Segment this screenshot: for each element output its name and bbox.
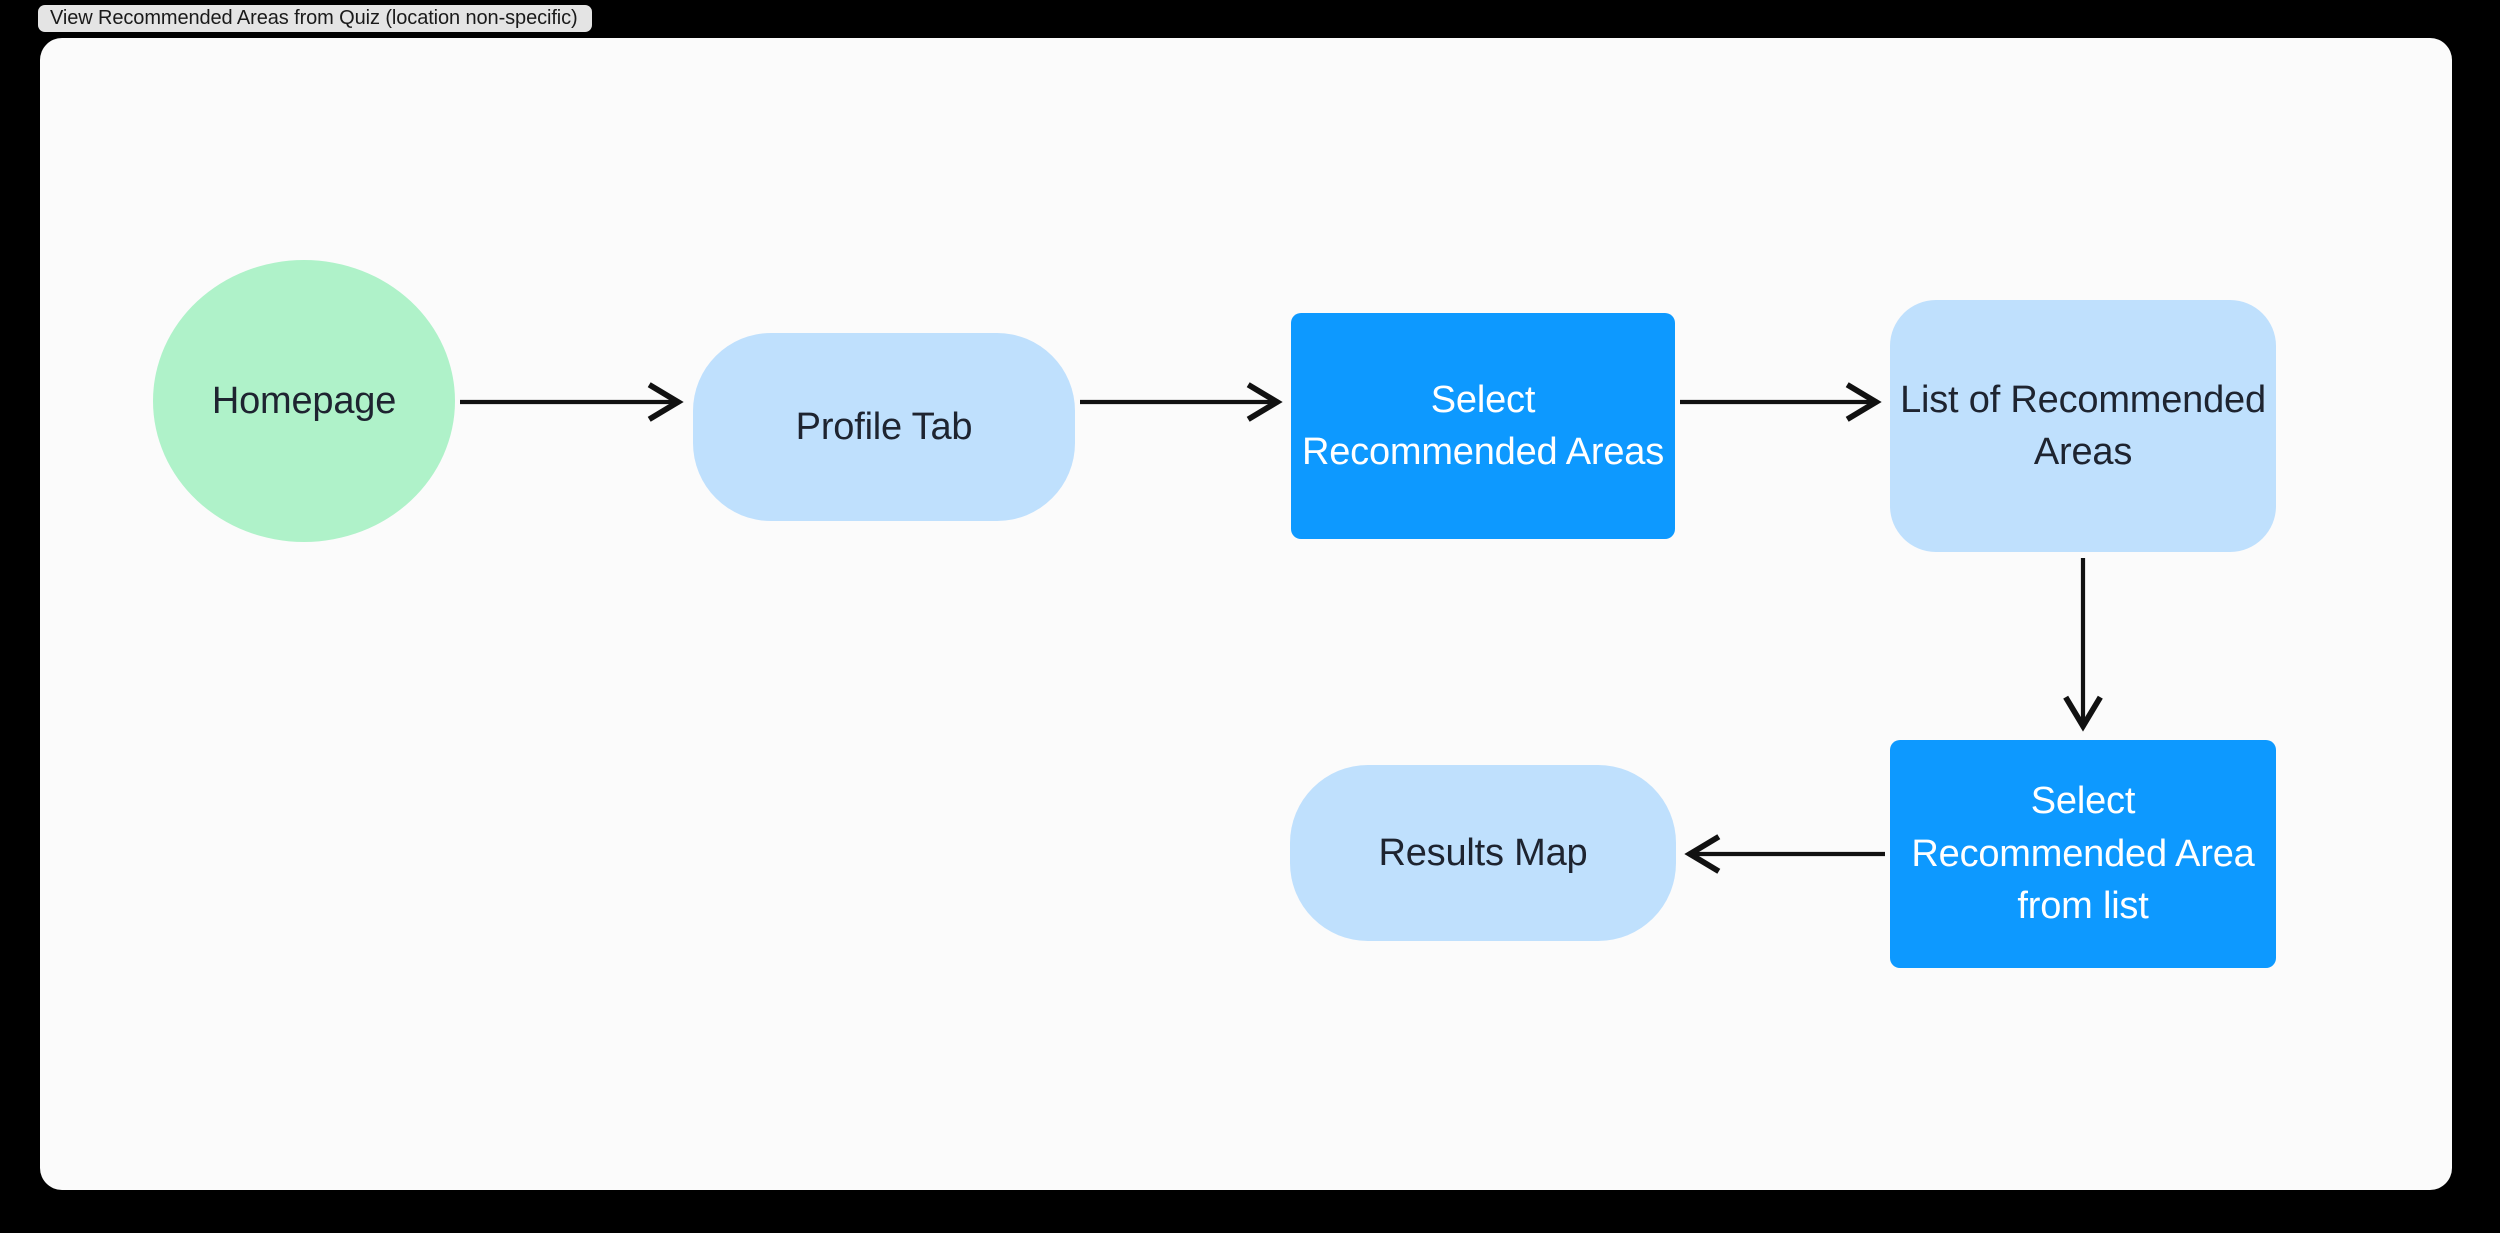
frame-title-tab[interactable]: View Recommended Areas from Quiz (locati… (38, 5, 592, 32)
frame-tab-bar: View Recommended Areas from Quiz (locati… (0, 0, 2500, 38)
node-select-recommended-area-from-list-label: Select Recommended Area from list (1911, 780, 2255, 928)
diagram-canvas[interactable]: Homepage Profile Tab Select Recommended … (40, 38, 2452, 1190)
connector-layer (460, 382, 2103, 874)
node-results-map[interactable]: Results Map (1290, 765, 1676, 941)
node-results-map-label: Results Map (1378, 831, 1588, 874)
flowchart: Homepage Profile Tab Select Recommended … (40, 38, 2452, 1190)
node-select-recommended-area-from-list[interactable]: Select Recommended Area from list (1890, 740, 2276, 968)
node-select-recommended-areas-label: Select Recommended Areas (1301, 378, 1665, 473)
node-homepage[interactable]: Homepage (153, 260, 455, 542)
node-profile-tab-label: Profile Tab (795, 405, 973, 448)
node-select-recommended-areas[interactable]: Select Recommended Areas (1291, 313, 1675, 539)
node-homepage-label: Homepage (211, 379, 397, 422)
node-profile-tab[interactable]: Profile Tab (693, 333, 1075, 521)
node-list-of-recommended-areas[interactable]: List of Recommended Areas (1890, 300, 2276, 552)
node-list-of-recommended-areas-label: List of Recommended Areas (1900, 378, 2266, 473)
